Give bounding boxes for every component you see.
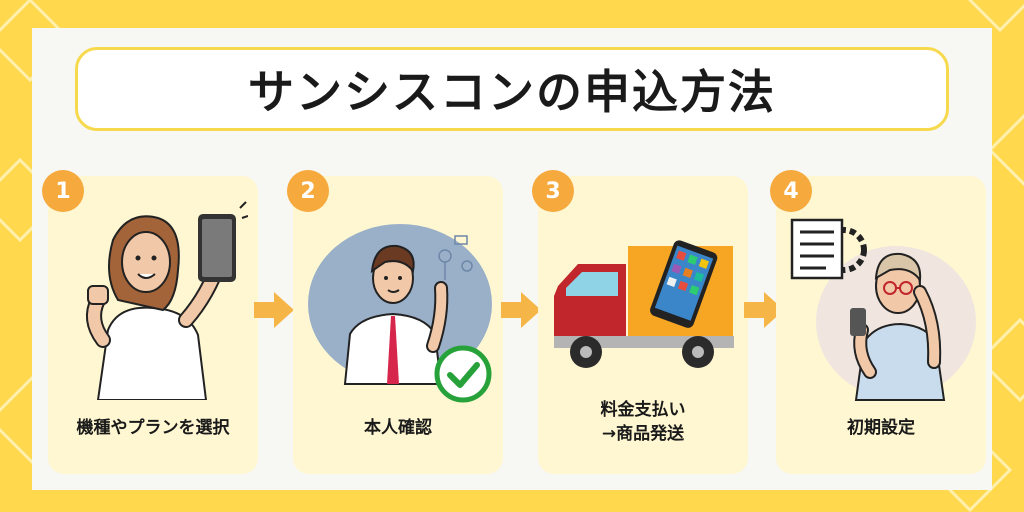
step-card-2: 2 本人確認 [287, 170, 503, 474]
step-label-3-line1: 料金支払い [600, 400, 686, 420]
step-badge-3: 3 [532, 170, 574, 212]
arrow-right-icon [501, 292, 541, 328]
step-label-2: 本人確認 [364, 418, 432, 438]
step-card-3: 3 料金支払い →商品発送 [532, 170, 748, 474]
step-card-1: 1 機種やプランを選択 [42, 170, 258, 474]
check-circle-icon [434, 345, 492, 403]
man-setup-illustration [790, 218, 976, 401]
woman-phone-illustration [86, 201, 248, 400]
man-verification-illustration [308, 224, 492, 385]
step-badge-1: 1 [42, 170, 84, 212]
title-banner: サンシスコンの申込方法 [75, 47, 949, 131]
arrow-right-icon [254, 292, 294, 328]
step-label-3-line2: →商品発送 [601, 424, 685, 444]
step-label-3: 料金支払い →商品発送 [538, 398, 748, 446]
step-card-4: 4 初期設定 [770, 170, 986, 474]
arrow-right-icon [744, 292, 784, 328]
step-label-1: 機種やプランを選択 [76, 418, 230, 438]
step-badge-4: 4 [770, 170, 812, 212]
page-title: サンシスコンの申込方法 [248, 65, 776, 119]
step-label-4: 初期設定 [847, 418, 915, 438]
step-badge-2: 2 [287, 170, 329, 212]
delivery-truck-icon [554, 240, 734, 368]
